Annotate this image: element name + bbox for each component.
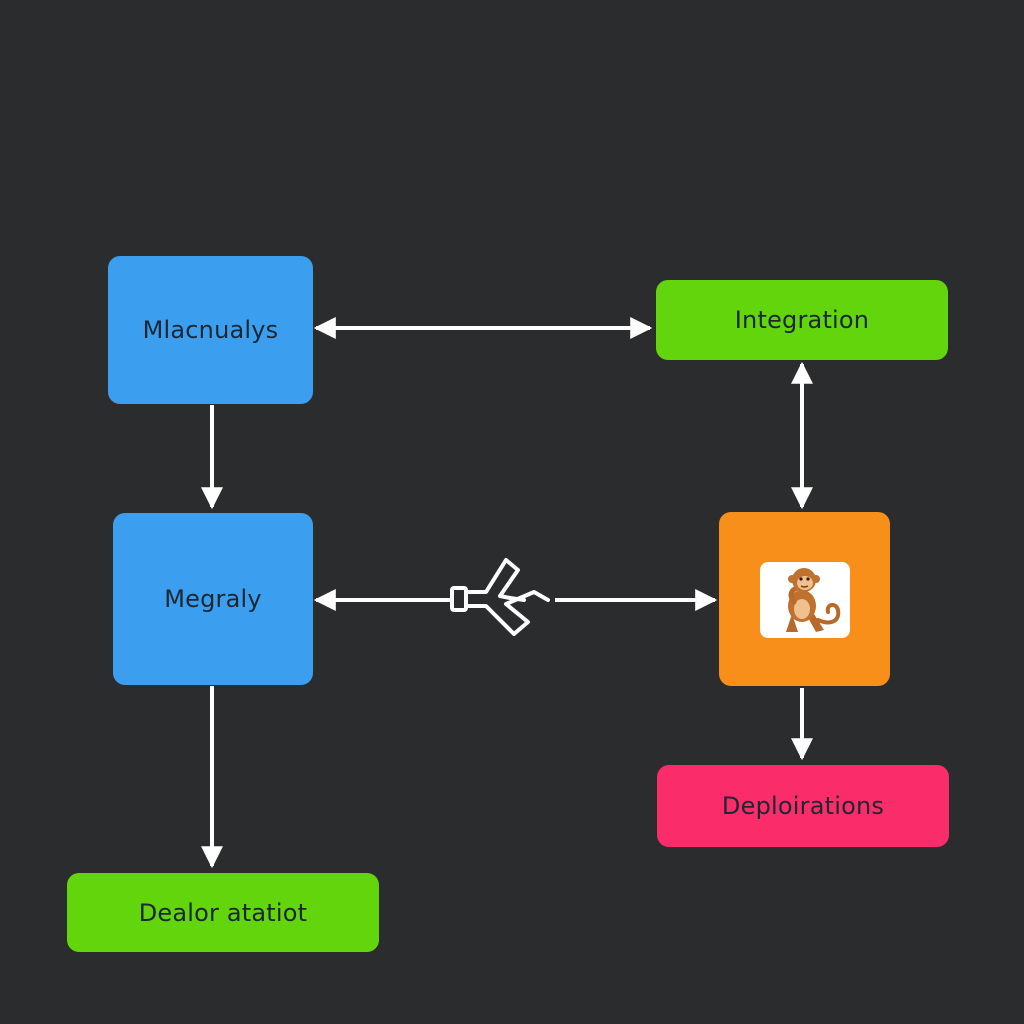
node-megraly-label: Megraly	[164, 585, 262, 613]
node-macnualys[interactable]: Mlacnualys	[108, 256, 313, 404]
node-deploirations-label: Deploirations	[721, 792, 885, 820]
node-integration-label: Integration	[734, 306, 870, 334]
node-dealor[interactable]: Dealor atatiot	[67, 873, 379, 952]
node-integration[interactable]: Integration	[656, 280, 948, 360]
node-megraly[interactable]: Megraly	[113, 513, 313, 685]
monkey-card	[760, 562, 850, 638]
node-dealor-label: Dealor atatiot	[138, 898, 308, 927]
node-monkey[interactable]	[719, 512, 890, 686]
node-deploirations[interactable]: Deploirations	[657, 765, 949, 847]
node-macnualys-label: Mlacnualys	[142, 316, 279, 344]
wrench-clamp-icon	[450, 558, 550, 636]
monkey-icon	[786, 568, 841, 632]
